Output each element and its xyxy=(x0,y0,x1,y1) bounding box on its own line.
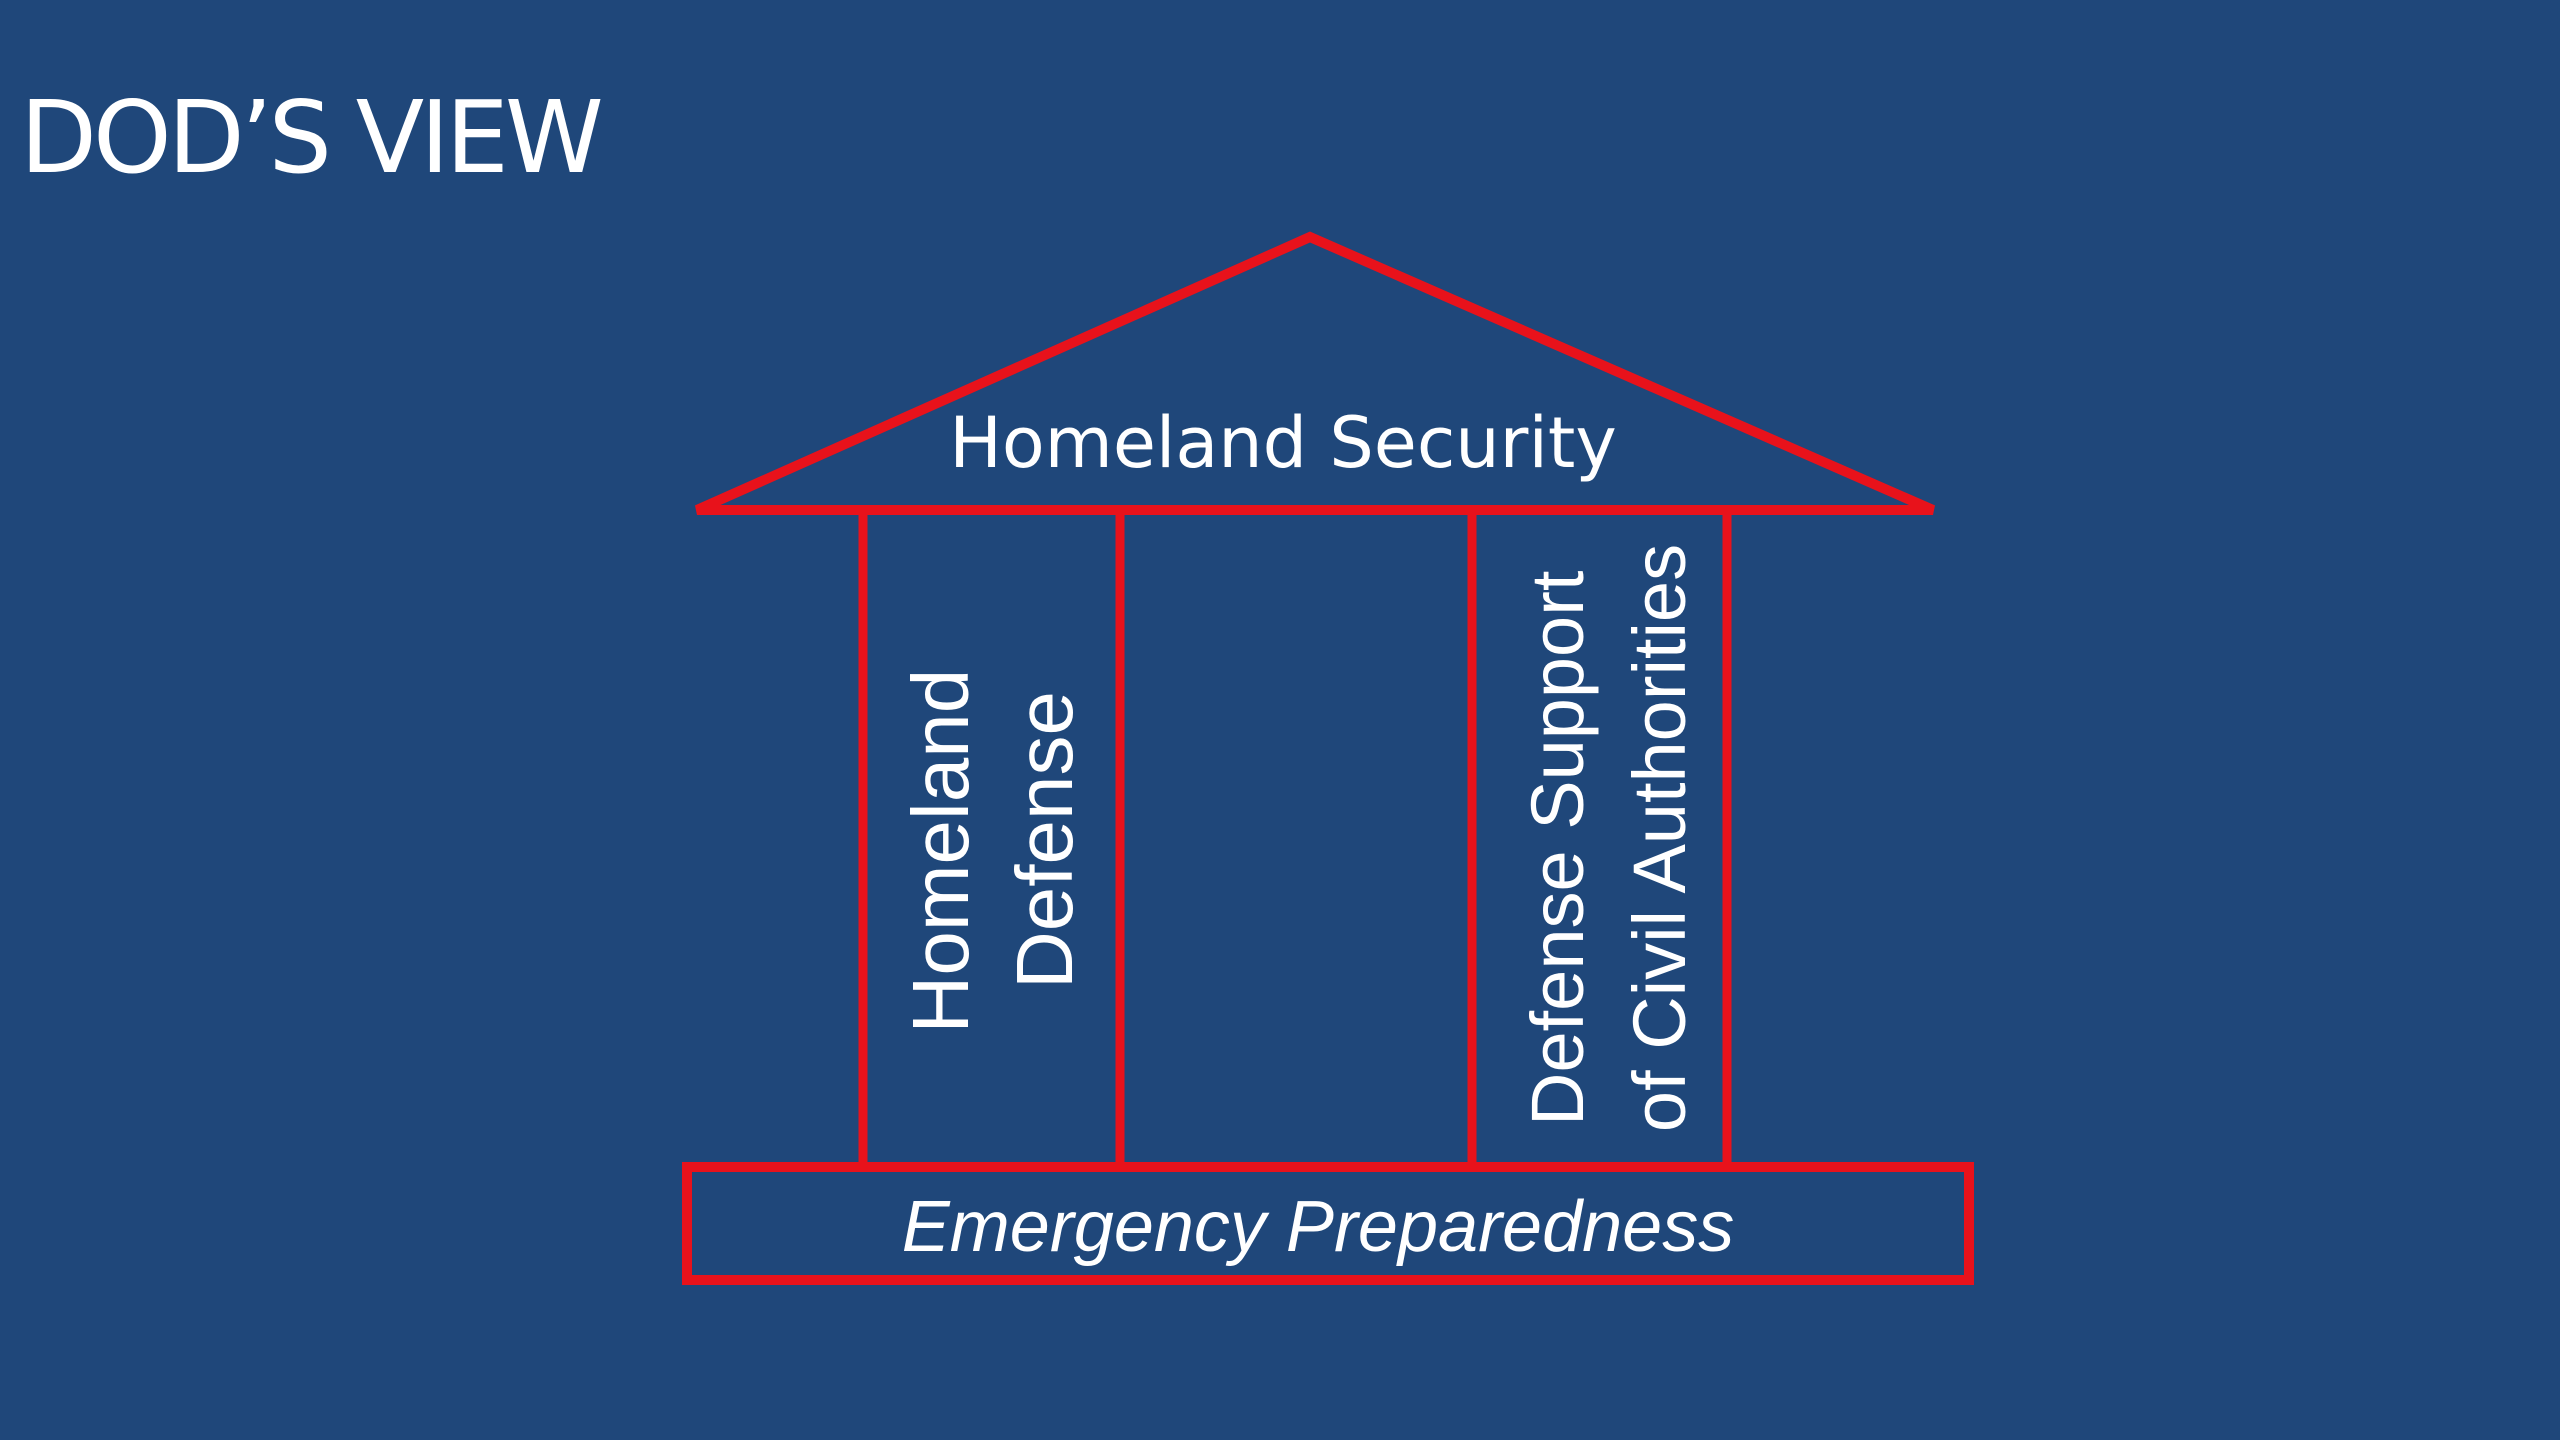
roof-label: Homeland Security xyxy=(949,402,1617,484)
slide-title: DOD’S VIEW xyxy=(20,79,604,196)
base-label: Emergency Preparedness xyxy=(902,1187,1734,1267)
pillar-left-line-1: Homeland xyxy=(896,669,985,1034)
pillar-left-label: Homeland Defense xyxy=(896,647,1089,1034)
roof-triangle xyxy=(694,231,1936,515)
pillar-left-line-2: Defense xyxy=(1000,691,1089,989)
pillar-right-label: Defense Support of Civil Authorities xyxy=(1516,544,1701,1132)
base-rect xyxy=(682,1162,1974,1285)
pillar-right-line-2: of Civil Authorities xyxy=(1618,544,1701,1132)
pillar-right-line-1: Defense Support xyxy=(1516,570,1599,1126)
